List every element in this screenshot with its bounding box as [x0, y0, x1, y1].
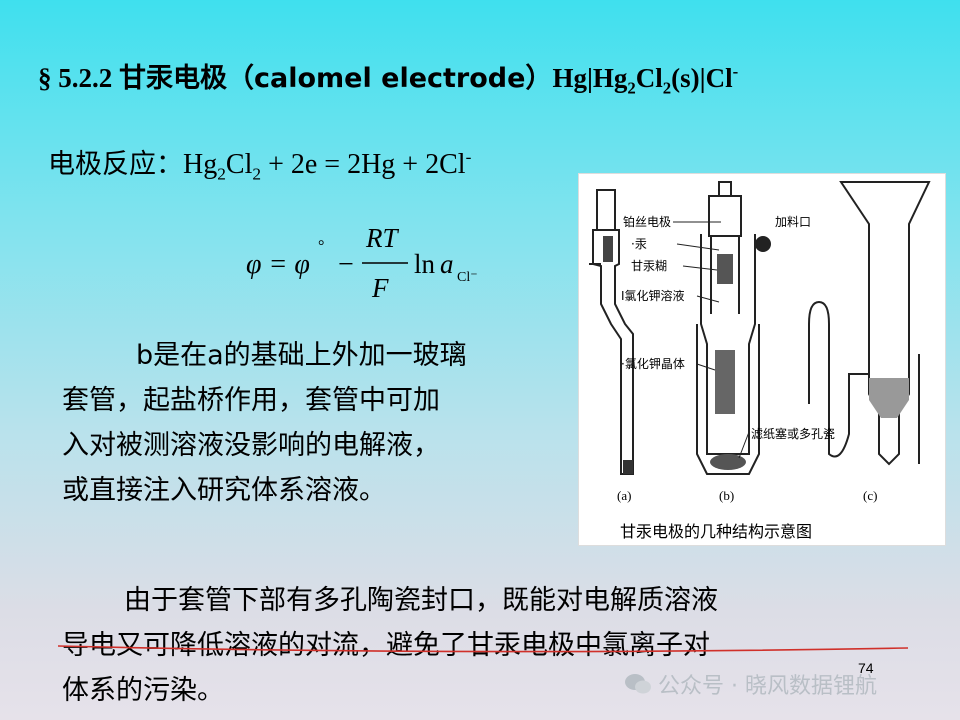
notation-part: (s)|Cl [671, 63, 733, 93]
formula-a: a [440, 249, 454, 279]
paragraph-bottom: 由于套管下部有多孔陶瓷封口，既能对电解质溶液 导电又可降低溶液的对流，避免了甘汞… [62, 578, 902, 713]
para-line: 入对被测溶液没影响的电解液， [62, 430, 440, 461]
b-cap [708, 195, 742, 237]
title-en: （calomel electrode） [227, 63, 553, 94]
para-line: b是在a的基础上外加一玻璃 [62, 333, 568, 378]
b-cap-top [718, 181, 732, 197]
formula-denominator: F [371, 273, 389, 303]
b-frit [710, 454, 746, 470]
formula-subscript: Cl⁻ [457, 270, 478, 285]
label-panel-a: (a) [617, 488, 631, 503]
formula-minus: − [338, 249, 354, 280]
watermark-text: 公众号 · 晓风数据锂航 [658, 674, 877, 699]
b-crystal [715, 350, 735, 414]
label-kcl-solution: I氯化钾溶液 [621, 288, 685, 303]
notation-part: Cl [635, 63, 663, 93]
para-line: 套管，起盐桥作用，套管中可加 [62, 385, 440, 416]
b-paste [717, 254, 733, 284]
a-bottom [623, 460, 633, 474]
notation-sub: 2 [627, 78, 636, 98]
eq-sup: - [465, 147, 472, 167]
notation-sup: - [732, 62, 739, 81]
formula-degree: ° [318, 238, 324, 255]
eq-part: Cl [225, 149, 253, 180]
strike-line [58, 645, 908, 653]
para-line-text: b是在a的基础上外加一玻璃 [136, 340, 467, 371]
label-pt-wire: 铂丝电极 [623, 214, 671, 229]
eq-part: + 2e = 2Hg + 2Cl [261, 149, 466, 180]
paragraph-b: b是在a的基础上外加一玻璃 套管，起盐桥作用，套管中可加 入对被测溶液没影响的电… [62, 333, 568, 513]
formula-lhs: φ = φ [246, 249, 310, 280]
electrode-diagram: 铂丝电极 ·汞 甘汞糊 I氯化钾溶液 ·氯化钾晶体 加料口 滤纸塞或多孔瓷 (a… [589, 181, 931, 503]
para-line: 体系的污染。 [62, 675, 224, 706]
wechat-icon [625, 674, 651, 694]
figure-caption: 甘汞电极的几种结构示意图 [620, 522, 813, 541]
title-notation: Hg|Hg2Cl2(s)|Cl- [552, 62, 739, 97]
label-mercury: ·汞 [631, 237, 647, 251]
label-paste: 甘汞糊 [631, 258, 667, 273]
label-filler: 加料口 [775, 215, 811, 229]
electrode-reaction: 电极反应：Hg2Cl2 + 2e = 2Hg + 2Cl- [48, 142, 471, 185]
c-u-tube [808, 300, 869, 458]
leader-crystal [696, 363, 716, 371]
a-mercury [603, 236, 613, 262]
label-kcl-crystal: ·氯化钾晶体 [621, 357, 685, 371]
title-cn: 甘汞电极 [119, 63, 227, 94]
watermark: 公众号 · 晓风数据锂航 [624, 668, 877, 700]
eq-part: Hg [183, 149, 218, 180]
label-panel-b: (b) [719, 488, 734, 503]
reaction-equation: Hg2Cl2 + 2e = 2Hg + 2Cl- [183, 147, 472, 184]
page-number: 74 [858, 660, 874, 676]
label-panel-c: (c) [863, 488, 877, 503]
c-mesh [869, 378, 909, 418]
c-funnel [839, 181, 931, 466]
para-line: 导电又可降低溶液的对流，避免了甘汞电极中氯离子对 [62, 630, 710, 661]
eq-sub: 2 [217, 164, 226, 184]
para-line: 由于套管下部有多孔陶瓷封口，既能对电解质溶液 [62, 578, 902, 623]
para-line: 或直接注入研究体系溶液。 [62, 475, 386, 506]
leader-frit [738, 431, 750, 459]
para-line-text: 由于套管下部有多孔陶瓷封口，既能对电解质溶液 [124, 585, 718, 616]
nernst-formula: φ = φ ° − RT F ln a Cl⁻ [246, 223, 478, 303]
reaction-label: 电极反应： [48, 149, 183, 180]
label-frit: 滤纸塞或多孔瓷 [751, 426, 835, 441]
formula-ln: ln [414, 249, 436, 279]
notation-sub: 2 [662, 78, 672, 98]
b-filler-port [755, 236, 771, 252]
strike-path [58, 645, 908, 653]
a-cap [596, 189, 616, 231]
electrode-figure: 铂丝电极 ·汞 甘汞糊 I氯化钾溶液 ·氯化钾晶体 加料口 滤纸塞或多孔瓷 (a… [578, 173, 946, 546]
slide-title: § 5.2.2 甘汞电极（calomel electrode）Hg|Hg2Cl2… [38, 56, 738, 98]
leader-kcl [696, 295, 720, 303]
leader-paste [682, 265, 718, 271]
b-jacket [696, 324, 760, 475]
formula-numerator: RT [365, 223, 399, 253]
section-number: § 5.2.2 [38, 63, 113, 93]
leader-hg [676, 243, 720, 251]
eq-sub: 2 [252, 164, 262, 184]
a-tube [592, 229, 634, 475]
notation-part: Hg|Hg [552, 63, 628, 93]
